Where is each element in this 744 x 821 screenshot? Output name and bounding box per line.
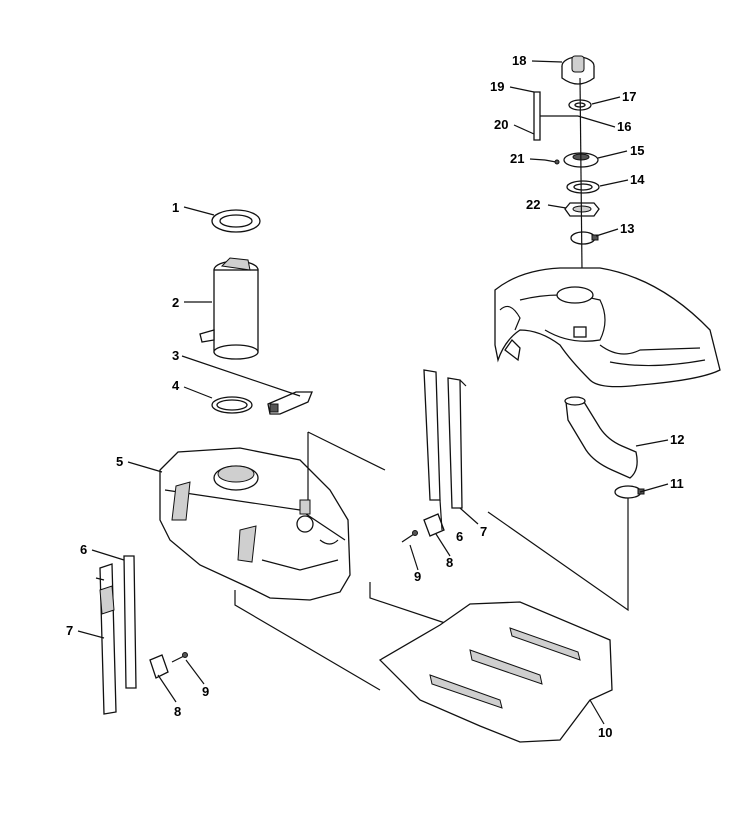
callout-19: 19	[490, 79, 504, 94]
callout-12: 12	[670, 432, 684, 447]
alignment-line	[307, 431, 386, 471]
callout-3: 3	[172, 348, 179, 363]
part-22-lock-nut	[564, 202, 600, 217]
callout-7-center: 7	[480, 524, 487, 539]
callout-15: 15	[630, 143, 644, 158]
part-6-strap-center	[423, 369, 441, 501]
callout-10: 10	[598, 725, 612, 740]
callout-labels: 1 2 3 4 5 6 7 8 9 6 7 8 9 10 11 12 13 14…	[66, 53, 684, 740]
part-8-bracket-center	[423, 513, 445, 537]
callout-6-left: 6	[80, 542, 87, 557]
callout-8-center: 8	[446, 555, 453, 570]
part-9-bolt-left	[171, 652, 188, 663]
callout-17: 17	[622, 89, 636, 104]
callout-22: 22	[526, 197, 540, 212]
part-9-bolt-center	[401, 530, 418, 543]
assembly-centerline	[579, 77, 583, 271]
callout-18: 18	[512, 53, 526, 68]
callout-4: 4	[172, 378, 180, 393]
callout-13: 13	[620, 221, 634, 236]
alignment-line	[234, 590, 381, 691]
part-8-bracket-left	[149, 654, 169, 679]
part-6-strap-left	[123, 555, 137, 689]
callout-9-center: 9	[414, 569, 421, 584]
callout-1: 1	[172, 200, 179, 215]
part-3-bracket	[267, 391, 313, 415]
alignment-line	[369, 582, 449, 625]
part-19-20-tether-strap	[533, 91, 578, 141]
callout-14: 14	[630, 172, 645, 187]
leader-lines	[77, 60, 669, 725]
callout-7-left: 7	[66, 623, 73, 638]
part-13-hose-clamp	[570, 231, 599, 245]
callout-8-left: 8	[174, 704, 181, 719]
part-11-hose-clamp	[614, 485, 645, 499]
part-2-fuel-pump-assembly	[199, 257, 259, 360]
part-7-strap-center	[447, 377, 467, 509]
callout-16: 16	[617, 119, 631, 134]
callout-5: 5	[116, 454, 123, 469]
part-12-filler-hose	[564, 396, 638, 479]
part-18-fuel-cap	[561, 55, 595, 85]
part-14-seal-ring	[566, 180, 600, 194]
part-7-strap-left	[95, 563, 117, 715]
part-1-lock-ring	[211, 209, 261, 233]
part-10-skid-plate	[378, 601, 613, 743]
callout-20: 20	[494, 117, 508, 132]
part-5-fuel-tank	[159, 447, 351, 601]
callout-6-center: 6	[456, 529, 463, 544]
body-panel	[494, 267, 721, 388]
callout-9-left: 9	[202, 684, 209, 699]
part-21-screw	[544, 159, 560, 165]
part-4-gasket-ring	[211, 396, 253, 414]
callout-2: 2	[172, 295, 179, 310]
callout-21: 21	[510, 151, 524, 166]
alignment-line	[487, 498, 629, 612]
callout-11: 11	[670, 476, 684, 491]
